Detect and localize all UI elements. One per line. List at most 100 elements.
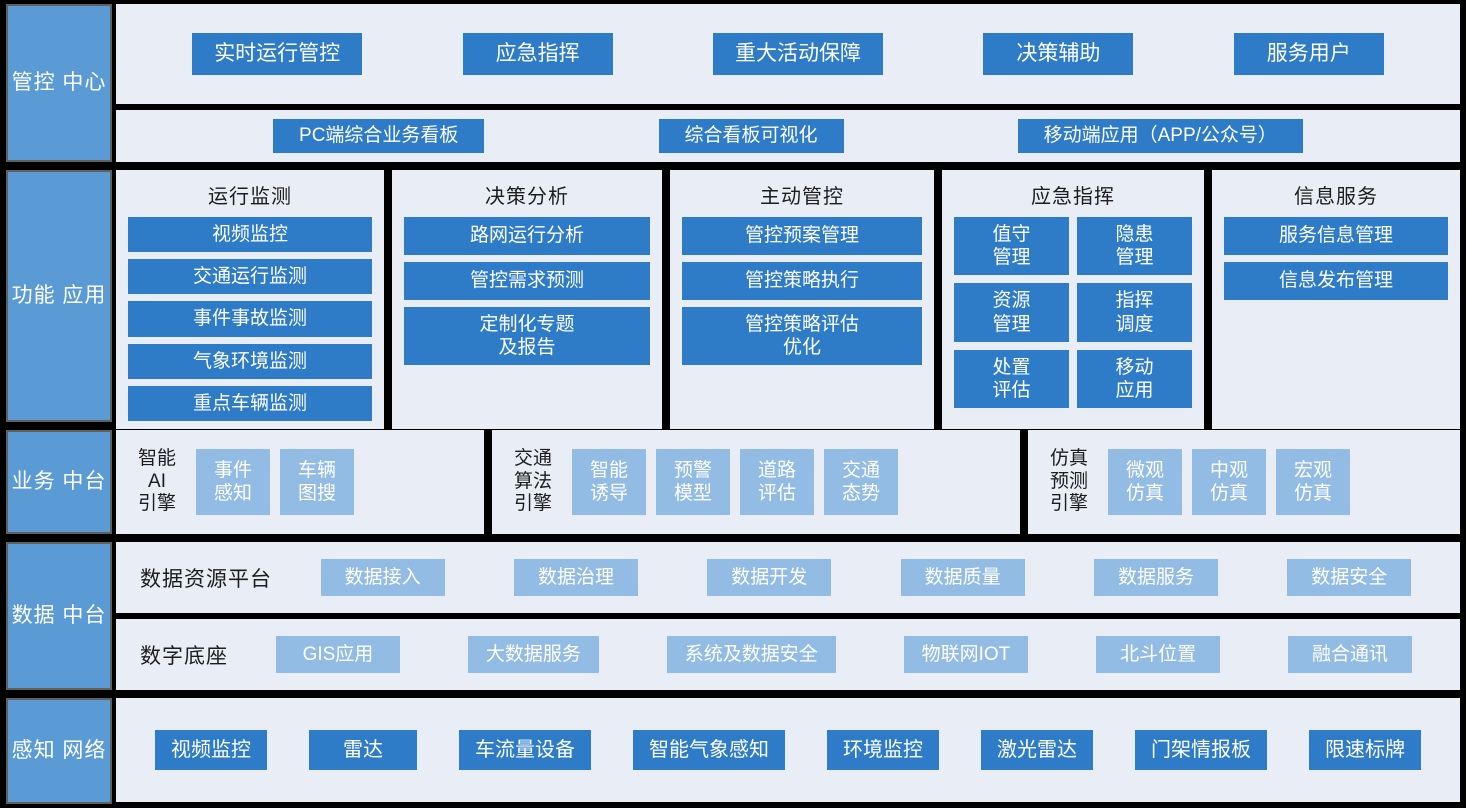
card-body-decision-analysis: 路网运行分析 管控需求预测 定制化专题 及报告 — [404, 217, 650, 366]
item-key-vehicle-monitoring[interactable]: 重点车辆监测 — [128, 385, 372, 421]
card-title-operation-monitoring: 运行监测 — [208, 186, 292, 208]
item-warning-model[interactable]: 预警 模型 — [656, 449, 730, 515]
engine-traffic-algorithm: 交通 算法 引擎 智能 诱导 预警 模型 道路 评估 交通 态势 — [492, 430, 1020, 534]
layer-label-function-application: 功能 应用 — [6, 170, 112, 422]
item-meso-simulation[interactable]: 中观 仿真 — [1192, 449, 1266, 515]
card-title-active-control: 主动管控 — [760, 186, 844, 208]
item-data-development[interactable]: 数据开发 — [707, 558, 832, 597]
item-event-perception[interactable]: 事件 感知 — [196, 449, 270, 515]
channel-dashboard-visualization[interactable]: 综合看板可视化 — [658, 119, 844, 153]
data-middle-content: 数据资源平台 数据接入 数据治理 数据开发 数据质量 数据服务 数据安全 数字底… — [116, 538, 1466, 694]
scenario-emergency-command[interactable]: 应急指挥 — [462, 33, 613, 75]
device-environment-monitoring[interactable]: 环境监控 — [827, 730, 939, 770]
engine-ai: 智能 AI 引擎 事件 感知 车辆 图搜 — [116, 430, 484, 534]
item-duty-management[interactable]: 值守 管理 — [954, 217, 1069, 276]
card-body-operation-monitoring: 视频监控 交通运行监测 事件事故监测 气象环境监测 重点车辆监测 — [128, 217, 372, 421]
device-lidar[interactable]: 激光雷达 — [981, 730, 1093, 770]
scenario-major-event-support[interactable]: 重大活动保障 — [712, 33, 883, 75]
device-smart-weather-sensing[interactable]: 智能气象感知 — [633, 730, 785, 770]
item-video-surveillance[interactable]: 视频监控 — [128, 217, 372, 253]
device-video-surveillance[interactable]: 视频监控 — [155, 730, 267, 770]
engine-items-simulation-forecast: 微观 仿真 中观 仿真 宏观 仿真 — [1108, 449, 1448, 515]
device-speed-limit-sign[interactable]: 限速标牌 — [1309, 730, 1421, 770]
item-control-plan-management[interactable]: 管控预案管理 — [682, 217, 922, 255]
engine-simulation-forecast: 仿真 预测 引擎 微观 仿真 中观 仿真 宏观 仿真 — [1028, 430, 1460, 534]
item-traffic-operation-monitoring[interactable]: 交通运行监测 — [128, 259, 372, 295]
item-disposal-evaluation[interactable]: 处置 评估 — [954, 349, 1069, 409]
item-weather-environment-monitoring[interactable]: 气象环境监测 — [128, 343, 372, 379]
digital-foundation-items: GIS应用 大数据服务 系统及数据安全 物联网IOT 北斗位置 融合通讯 — [242, 635, 1446, 674]
function-card-information-service: 信息服务 服务信息管理 信息发布管理 — [1212, 170, 1460, 429]
item-big-data-service[interactable]: 大数据服务 — [467, 635, 599, 674]
layer-label-business-middle-platform: 业务 中台 — [6, 430, 112, 534]
layer-control-center: 管控 中心 实时运行管控 应急指挥 重大活动保障 决策辅助 服务用户 PC端综合… — [0, 0, 1466, 166]
layer-sensing-network: 感知 网络 视频监控 雷达 车流量设备 智能气象感知 环境监控 激光雷达 门架情… — [0, 694, 1466, 808]
item-data-governance[interactable]: 数据治理 — [513, 558, 638, 597]
row-label-digital-foundation: 数字底座 — [140, 644, 228, 668]
item-traffic-situation[interactable]: 交通 态势 — [824, 449, 898, 515]
scenario-realtime-control[interactable]: 实时运行管控 — [192, 33, 363, 75]
device-traffic-flow-equipment[interactable]: 车流量设备 — [459, 730, 591, 770]
item-road-network-analysis[interactable]: 路网运行分析 — [404, 217, 650, 255]
data-resource-platform-row: 数据资源平台 数据接入 数据治理 数据开发 数据质量 数据服务 数据安全 — [116, 542, 1460, 613]
item-iot[interactable]: 物联网IOT — [903, 635, 1029, 674]
scenario-serve-users[interactable]: 服务用户 — [1233, 33, 1384, 75]
card-title-information-service: 信息服务 — [1294, 186, 1378, 208]
engine-items-ai: 事件 感知 车辆 图搜 — [196, 449, 472, 515]
item-resource-management[interactable]: 资源 管理 — [954, 283, 1069, 342]
card-title-decision-analysis: 决策分析 — [485, 186, 569, 208]
item-control-demand-forecast[interactable]: 管控需求预测 — [404, 262, 650, 300]
item-control-strategy-evaluation[interactable]: 管控策略评估 优化 — [682, 307, 922, 366]
device-gantry-vms[interactable]: 门架情报板 — [1135, 730, 1267, 770]
engine-items-traffic-algorithm: 智能 诱导 预警 模型 道路 评估 交通 态势 — [572, 449, 1008, 515]
item-incident-monitoring[interactable]: 事件事故监测 — [128, 301, 372, 337]
item-mobile-application[interactable]: 移动 应用 — [1077, 349, 1192, 409]
item-custom-topic-report[interactable]: 定制化专题 及报告 — [404, 307, 650, 366]
item-data-quality[interactable]: 数据质量 — [900, 558, 1025, 597]
scenario-decision-support[interactable]: 决策辅助 — [983, 33, 1134, 75]
control-center-channels-panel: PC端综合业务看板 综合看板可视化 移动端应用（APP/公众号） — [116, 110, 1460, 162]
item-info-publishing-management[interactable]: 信息发布管理 — [1224, 262, 1448, 300]
item-command-dispatch[interactable]: 指挥 调度 — [1077, 283, 1192, 342]
row-label-data-resource-platform: 数据资源平台 — [140, 567, 272, 591]
card-body-emergency-command: 值守 管理 隐患 管理 资源 管理 指挥 调度 处置 评估 移动 应用 — [954, 217, 1192, 409]
item-hazard-management[interactable]: 隐患 管理 — [1077, 217, 1192, 276]
engine-label-traffic-algorithm: 交通 算法 引擎 — [513, 447, 552, 515]
function-card-decision-analysis: 决策分析 路网运行分析 管控需求预测 定制化专题 及报告 — [392, 170, 662, 429]
data-resource-items: 数据接入 数据治理 数据开发 数据质量 数据服务 数据安全 — [286, 558, 1446, 597]
item-road-evaluation[interactable]: 道路 评估 — [740, 449, 814, 515]
layer-label-sensing-network: 感知 网络 — [6, 698, 112, 804]
layer-function-application: 功能 应用 运行监测 视频监控 交通运行监测 事件事故监测 气象环境监测 重点车… — [0, 166, 1466, 429]
function-application-content: 运行监测 视频监控 交通运行监测 事件事故监测 气象环境监测 重点车辆监测 决策… — [116, 166, 1466, 429]
item-beidou-positioning[interactable]: 北斗位置 — [1096, 635, 1221, 674]
card-title-emergency-command: 应急指挥 — [1031, 186, 1115, 208]
card-body-information-service: 服务信息管理 信息发布管理 — [1224, 217, 1448, 300]
item-micro-simulation[interactable]: 微观 仿真 — [1108, 449, 1182, 515]
channel-mobile-app[interactable]: 移动端应用（APP/公众号） — [1017, 119, 1303, 153]
item-macro-simulation[interactable]: 宏观 仿真 — [1276, 449, 1350, 515]
item-smart-guidance[interactable]: 智能 诱导 — [572, 449, 646, 515]
layer-label-data-middle-platform: 数据 中台 — [6, 542, 112, 690]
item-converged-communication[interactable]: 融合通讯 — [1288, 635, 1413, 674]
item-data-service[interactable]: 数据服务 — [1093, 558, 1218, 597]
channel-pc-dashboard[interactable]: PC端综合业务看板 — [273, 119, 485, 153]
control-center-content: 实时运行管控 应急指挥 重大活动保障 决策辅助 服务用户 PC端综合业务看板 综… — [116, 0, 1466, 166]
function-card-active-control: 主动管控 管控预案管理 管控策略执行 管控策略评估 优化 — [670, 170, 934, 429]
item-gis-application[interactable]: GIS应用 — [275, 635, 400, 674]
item-data-ingestion[interactable]: 数据接入 — [320, 558, 445, 597]
layer-business-middle-platform: 业务 中台 智能 AI 引擎 事件 感知 车辆 图搜 交通 算法 引擎 智能 诱… — [0, 426, 1466, 538]
device-radar[interactable]: 雷达 — [309, 730, 417, 770]
item-control-strategy-execution[interactable]: 管控策略执行 — [682, 262, 922, 300]
card-body-active-control: 管控预案管理 管控策略执行 管控策略评估 优化 — [682, 217, 922, 366]
item-service-info-management[interactable]: 服务信息管理 — [1224, 217, 1448, 255]
engine-label-simulation-forecast: 仿真 预测 引擎 — [1049, 447, 1088, 515]
function-card-operation-monitoring: 运行监测 视频监控 交通运行监测 事件事故监测 气象环境监测 重点车辆监测 — [116, 170, 384, 429]
layer-data-middle-platform: 数据 中台 数据资源平台 数据接入 数据治理 数据开发 数据质量 数据服务 数据… — [0, 538, 1466, 694]
engine-label-ai: 智能 AI 引擎 — [137, 447, 176, 515]
sensing-network-content: 视频监控 雷达 车流量设备 智能气象感知 环境监控 激光雷达 门架情报板 限速标… — [116, 694, 1466, 808]
item-vehicle-image-search[interactable]: 车辆 图搜 — [280, 449, 354, 515]
item-system-data-security[interactable]: 系统及数据安全 — [666, 635, 836, 674]
control-center-scenarios-panel: 实时运行管控 应急指挥 重大活动保障 决策辅助 服务用户 — [116, 4, 1460, 104]
item-data-security[interactable]: 数据安全 — [1287, 558, 1412, 597]
